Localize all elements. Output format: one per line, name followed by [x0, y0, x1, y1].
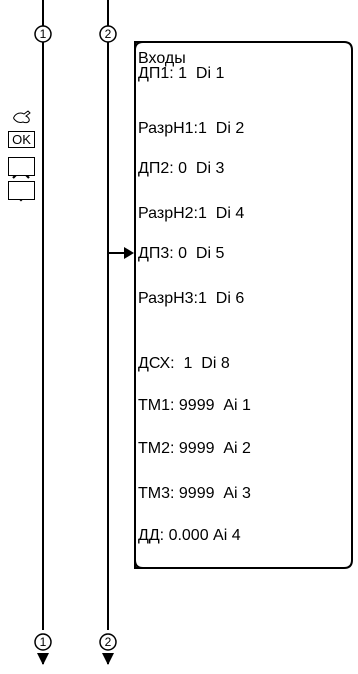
- connector-circle-left-bottom: [34, 633, 52, 651]
- pointer-arrow-icon: [124, 247, 134, 259]
- scroll-down-button[interactable]: [8, 181, 35, 200]
- panel-title: Входы: [138, 50, 186, 67]
- panel-row-9: ТМ2: 9999 Ai 2: [138, 440, 251, 457]
- panel-row-4: РазрН2:1 Di 4: [138, 205, 245, 222]
- panel-corner-bottom-left: [134, 559, 144, 569]
- connector-label-right-bottom: 2: [105, 635, 112, 649]
- down-arrow-left: [37, 653, 49, 665]
- ok-button[interactable]: OK: [8, 131, 35, 148]
- panel-row-1: ДП1: 1 Di 1: [138, 65, 225, 82]
- scroll-up-button[interactable]: [8, 157, 35, 176]
- panel-row-2: РазрН1:1 Di 2: [138, 120, 245, 137]
- panel-row-5: ДП3: 0 Di 5: [138, 245, 225, 262]
- connector-label-left-bottom: 1: [40, 635, 47, 649]
- connector-circle-left-top: [34, 25, 52, 43]
- connector-label-left-top: 1: [40, 27, 47, 41]
- down-arrow-right: [102, 653, 114, 665]
- connector-circle-right-bottom: [99, 633, 117, 651]
- connector-circle-right-top: [99, 25, 117, 43]
- inputs-panel: [134, 41, 353, 569]
- panel-row-6: РазрН3:1 Di 6: [138, 290, 245, 307]
- panel-row-10: ТМ3: 9999 Ai 3: [138, 485, 251, 502]
- panel-row-7: ДСХ: 1 Di 8: [138, 355, 230, 372]
- hand-pointer-icon: [13, 110, 31, 124]
- panel-corner-top-left: [134, 41, 144, 51]
- connector-label-right-top: 2: [105, 27, 112, 41]
- panel-row-8: ТМ1: 9999 Ai 1: [138, 397, 251, 414]
- panel-row-11: ДД: 0.000 Ai 4: [138, 527, 241, 544]
- panel-row-3: ДП2: 0 Di 3: [138, 160, 225, 177]
